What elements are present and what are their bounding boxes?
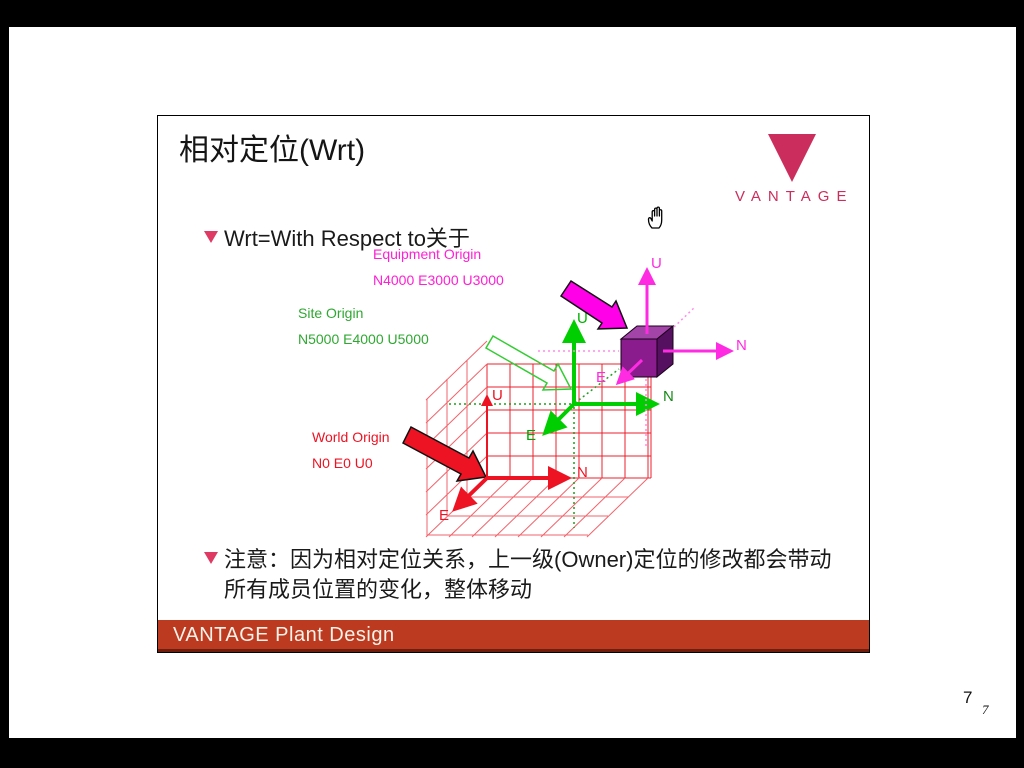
world-origin-coords: N0 E0 U0	[312, 455, 373, 471]
equipment-origin-coords: N4000 E3000 U3000	[373, 272, 504, 288]
world-grid-side-floor	[425, 340, 649, 538]
bullet-triangle-icon	[204, 552, 218, 564]
equipment-arrow-icon	[559, 279, 629, 330]
world-axes	[452, 394, 572, 512]
world-axis-n-label: N	[577, 464, 588, 481]
world-origin-title: World Origin	[312, 429, 390, 445]
world-grid-back-wall	[486, 363, 652, 479]
bullet-1-text: Wrt=With Respect to关于	[224, 226, 470, 251]
equipment-axis-n-label: N	[736, 337, 747, 354]
site-dotted-lines	[449, 368, 620, 528]
equipment-origin-label: Equipment Origin N4000 E3000 U3000	[373, 241, 504, 293]
footer-bar: VANTAGE Plant Design	[158, 620, 869, 652]
coordinate-diagram: U N E U N E	[402, 255, 747, 538]
bullet-2-text: 注意：因为相对定位关系，上一级(Owner)定位的修改都会带动所有成员位置的变化…	[224, 547, 832, 602]
equipment-axis-e-label: E	[596, 369, 606, 386]
world-arrow-icon	[402, 425, 488, 482]
vantage-logo: VANTAGE	[735, 132, 855, 210]
equipment-origin-title: Equipment Origin	[373, 246, 482, 262]
bullet-1: Wrt=With Respect to关于	[204, 224, 844, 254]
equipment-dotted-lines	[538, 306, 696, 446]
equipment-axes	[615, 267, 734, 386]
site-axis-n-label: N	[663, 388, 674, 405]
site-axis-e-label: E	[526, 427, 536, 444]
vantage-triangle-icon	[768, 134, 816, 182]
site-axis-u-label: U	[577, 310, 588, 327]
world-axis-e-label: E	[439, 507, 449, 524]
world-axis-u-label: U	[492, 387, 503, 404]
hand-cursor-icon	[647, 206, 663, 229]
site-origin-label: Site Origin N5000 E4000 U5000	[298, 300, 429, 352]
equipment-cube	[619, 324, 675, 379]
bullet-2: 注意：因为相对定位关系，上一级(Owner)定位的修改都会带动所有成员位置的变化…	[204, 545, 844, 605]
site-axes	[542, 319, 660, 436]
footer-text: VANTAGE Plant Design	[173, 624, 395, 646]
page-number-small: 7	[982, 702, 989, 717]
slide-title: 相对定位(Wrt)	[179, 134, 366, 167]
site-origin-coords: N5000 E4000 U5000	[298, 331, 429, 347]
equipment-axis-u-label: U	[651, 255, 662, 272]
world-origin-label: World Origin N0 E0 U0	[312, 424, 390, 476]
vantage-logo-text: VANTAGE	[735, 188, 854, 205]
page-number: 7	[963, 688, 973, 707]
bullet-triangle-icon	[204, 231, 218, 243]
site-arrow-icon	[484, 334, 573, 391]
site-origin-title: Site Origin	[298, 305, 364, 321]
slide[interactable]: 相对定位(Wrt) VANTAGE Wrt=With Respect to关于	[157, 115, 870, 653]
